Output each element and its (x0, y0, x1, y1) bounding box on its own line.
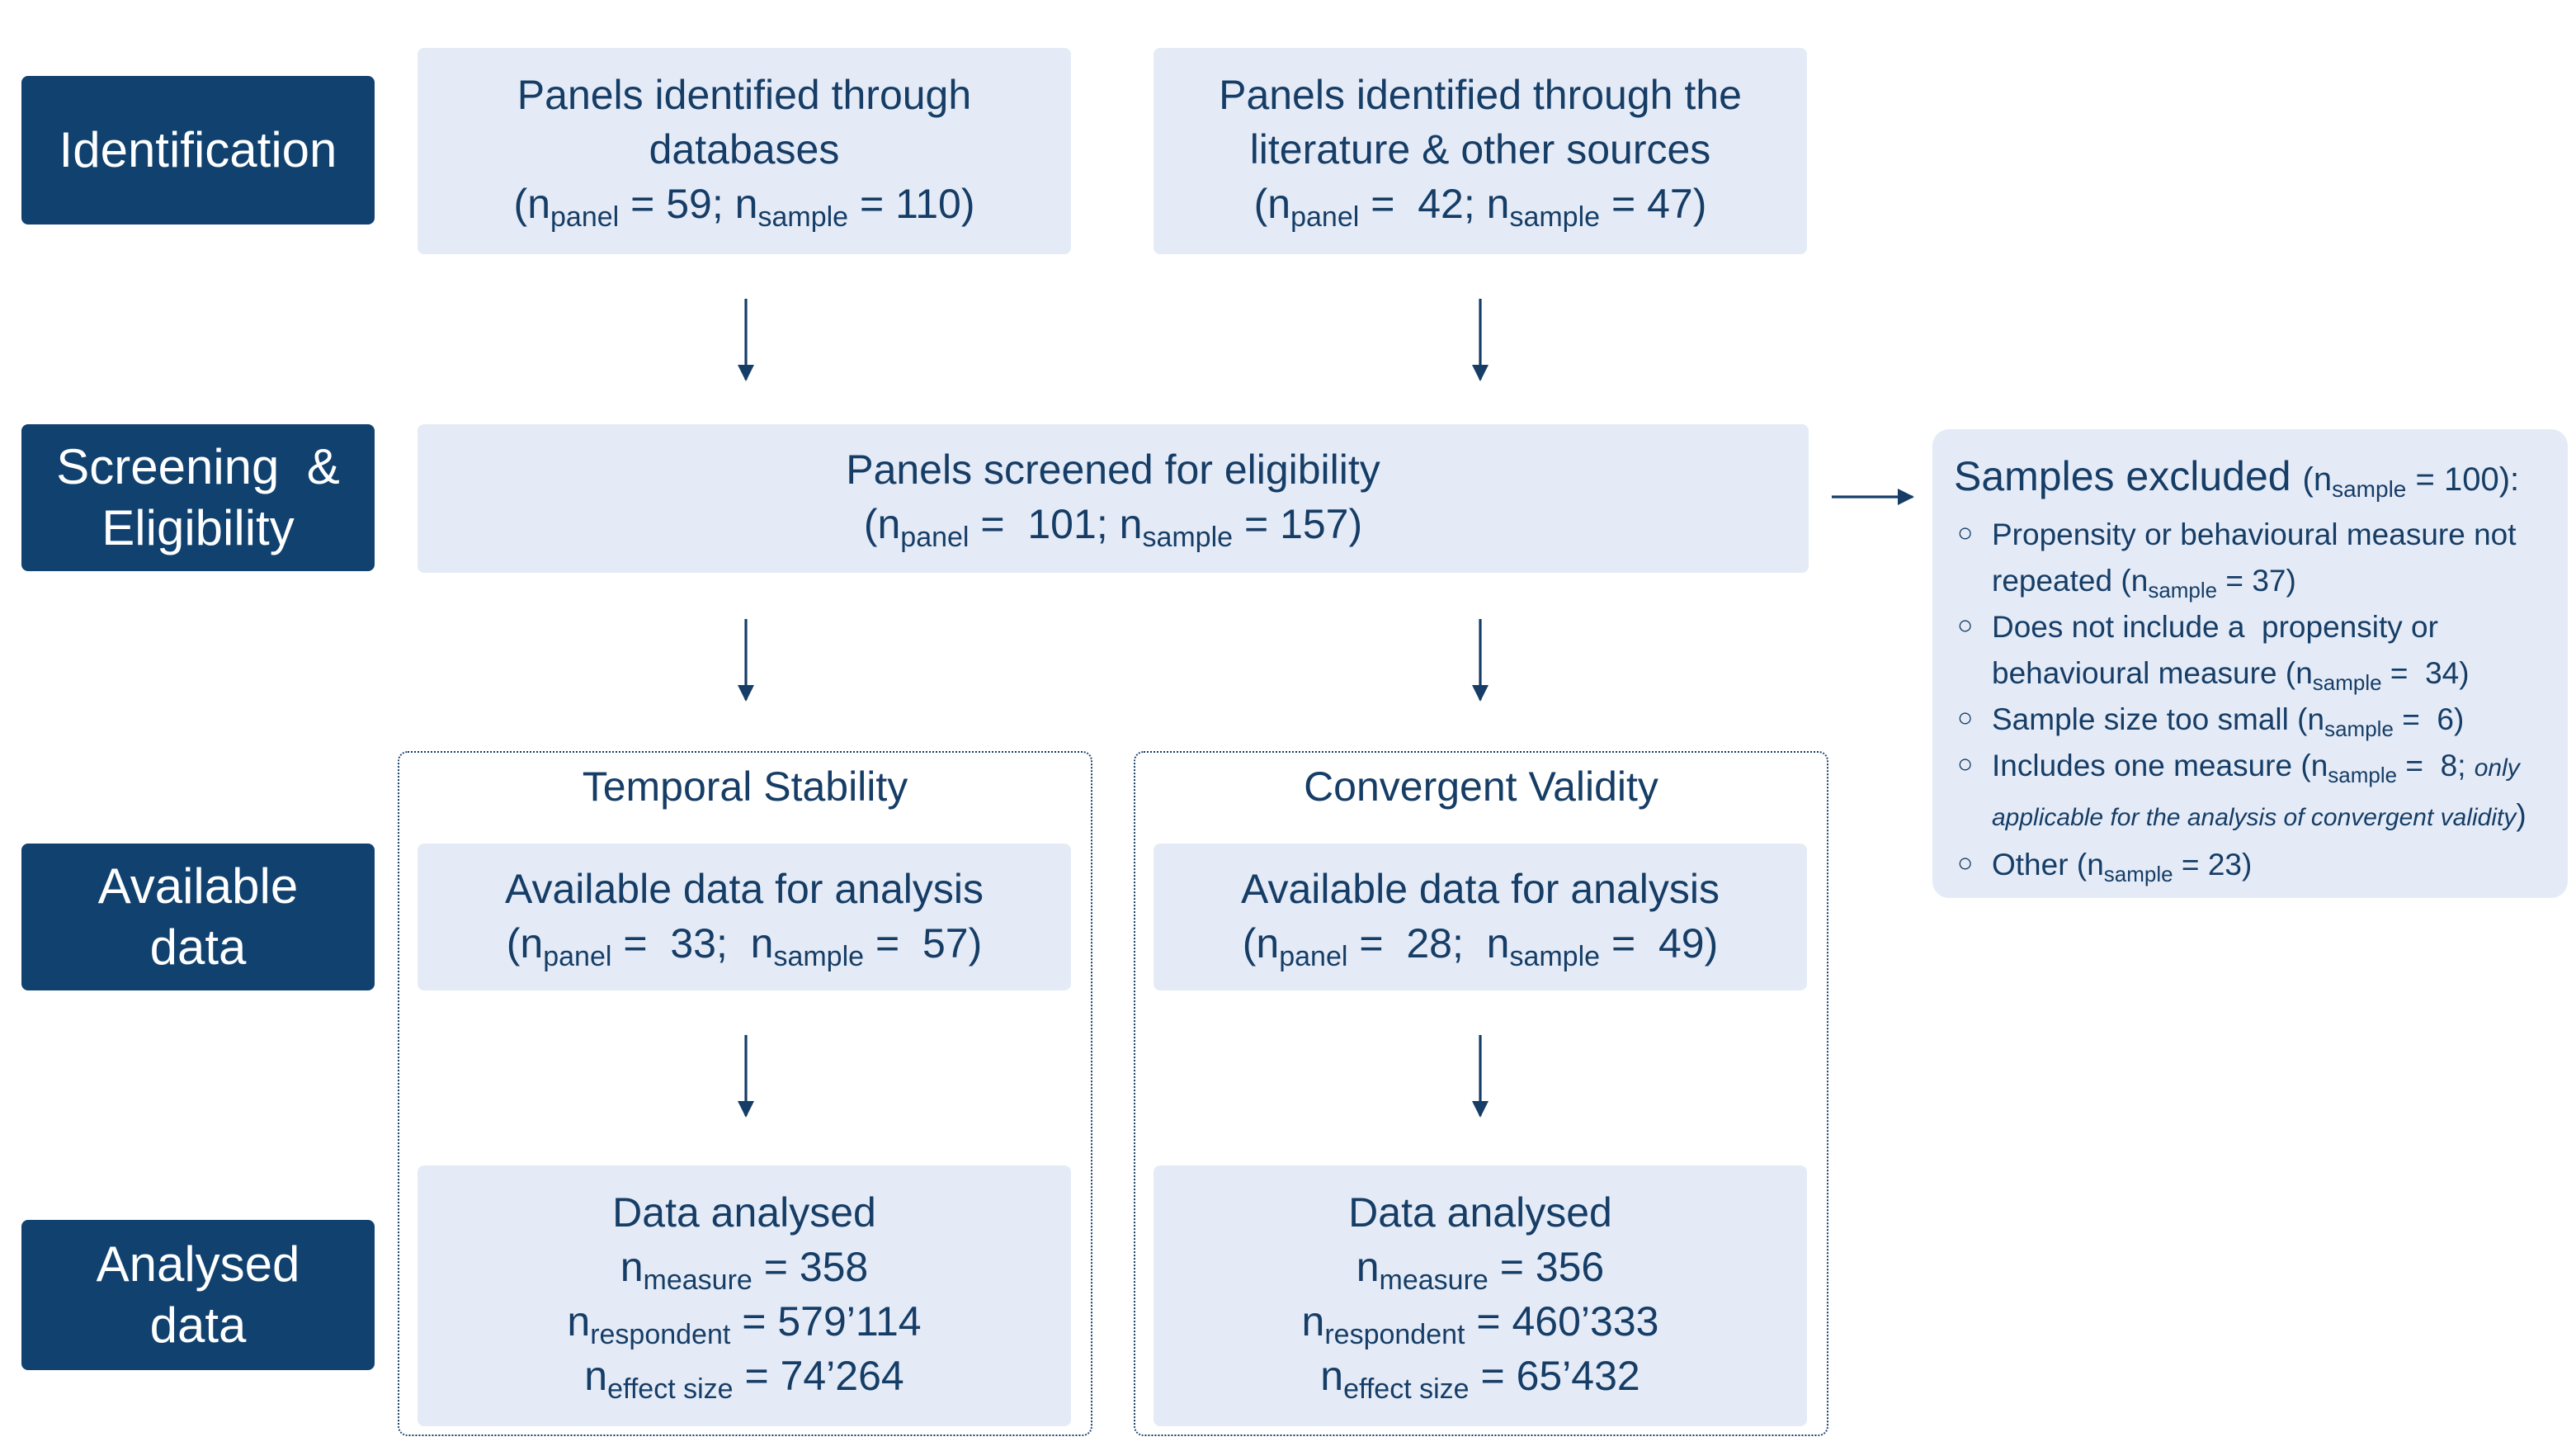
stage-label-identification: Identification (21, 76, 375, 225)
measure-count: nmeasure = 356 (1356, 1245, 1605, 1296)
excluded-reason-sample-too-small: ○ Sample size too small (nsample = 6) (1954, 697, 2551, 743)
excluded-reasons-list: ○ Propensity or behavioural measure not … (1954, 512, 2551, 888)
circle-bullet-icon: ○ (1957, 705, 1974, 733)
group-title-temporal-stability: Temporal Stability (582, 764, 908, 811)
stage-label-screening: Screening & Eligibility (21, 424, 375, 571)
count-line: (npanel = 101; nsample = 157) (863, 502, 1363, 553)
box-available-convergent: Available data for analysis (npanel = 28… (1154, 844, 1807, 990)
effect-size-count: neffect size = 65’432 (1320, 1354, 1640, 1405)
group-temporal-stability (398, 751, 1092, 1436)
box-identified-databases: Panels identified through databases (npa… (418, 48, 1071, 254)
respondent-count: nrespondent = 579’114 (567, 1299, 922, 1350)
box-identified-literature: Panels identified through the literature… (1154, 48, 1807, 254)
count-line: (npanel = 28; nsample = 49) (1242, 920, 1719, 971)
stage-label-available-data: Available data (21, 844, 375, 990)
excluded-title: Samples excluded (nsample = 100): (1954, 454, 2520, 502)
excluded-reason-not-repeated: ○ Propensity or behavioural measure not … (1954, 512, 2551, 604)
group-convergent-validity (1134, 751, 1828, 1436)
count-line: (npanel = 59; nsample = 110) (513, 182, 975, 233)
circle-bullet-icon: ○ (1957, 612, 1974, 640)
box-analysed-convergent: Data analysed nmeasure = 356 nrespondent… (1154, 1165, 1807, 1426)
group-title-convergent-validity: Convergent Validity (1304, 764, 1658, 811)
box-analysed-temporal: Data analysed nmeasure = 358 nrespondent… (418, 1165, 1071, 1426)
box-screened-eligibility: Panels screened for eligibility (npanel … (418, 424, 1809, 573)
box-samples-excluded: Samples excluded (nsample = 100): ○ Prop… (1932, 429, 2568, 898)
respondent-count: nrespondent = 460’333 (1301, 1299, 1659, 1350)
box-available-temporal: Available data for analysis (npanel = 33… (418, 844, 1071, 990)
excluded-reason-one-measure: ○ Includes one measure (nsample = 8; onl… (1954, 743, 2551, 842)
effect-size-count: neffect size = 74’264 (584, 1354, 904, 1405)
measure-count: nmeasure = 358 (620, 1245, 869, 1296)
count-line: (npanel = 42; nsample = 47) (1253, 182, 1707, 233)
circle-bullet-icon: ○ (1957, 751, 1974, 779)
excluded-reason-other: ○ Other (nsample = 23) (1954, 842, 2551, 888)
circle-bullet-icon: ○ (1957, 850, 1974, 878)
circle-bullet-icon: ○ (1957, 520, 1974, 548)
stage-label-analysed-data: Analysed data (21, 1220, 375, 1370)
count-line: (npanel = 33; nsample = 57) (506, 920, 983, 971)
excluded-reason-no-measure: ○ Does not include a propensity or behav… (1954, 604, 2551, 697)
